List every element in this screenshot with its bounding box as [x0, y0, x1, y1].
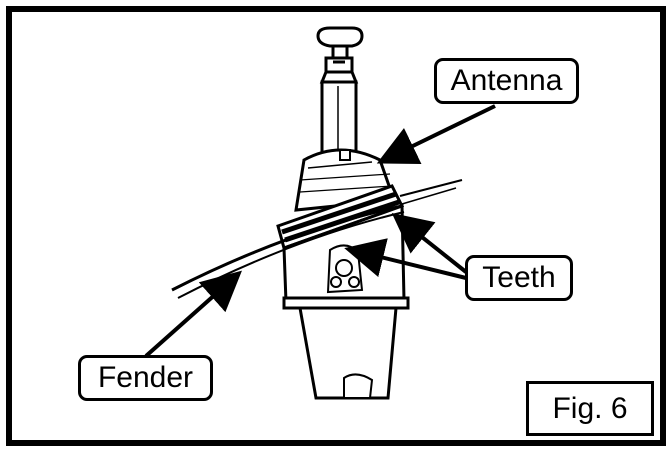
fender-leader-arrow: [144, 270, 242, 358]
antenna-label: Antenna: [434, 58, 579, 104]
outer-frame: [6, 6, 666, 446]
fender-label: Fender: [78, 355, 213, 401]
teeth-label: Teeth: [465, 255, 573, 301]
figure-caption: Fig. 6: [526, 381, 654, 436]
antenna-leader-arrow: [376, 104, 496, 164]
antenna-knob: [316, 26, 364, 84]
teeth-leader-arrow-1: [391, 213, 468, 274]
antenna-mast: [320, 80, 358, 156]
lower-shaft: [298, 306, 398, 400]
teeth-leader-arrow-2: [344, 238, 467, 280]
